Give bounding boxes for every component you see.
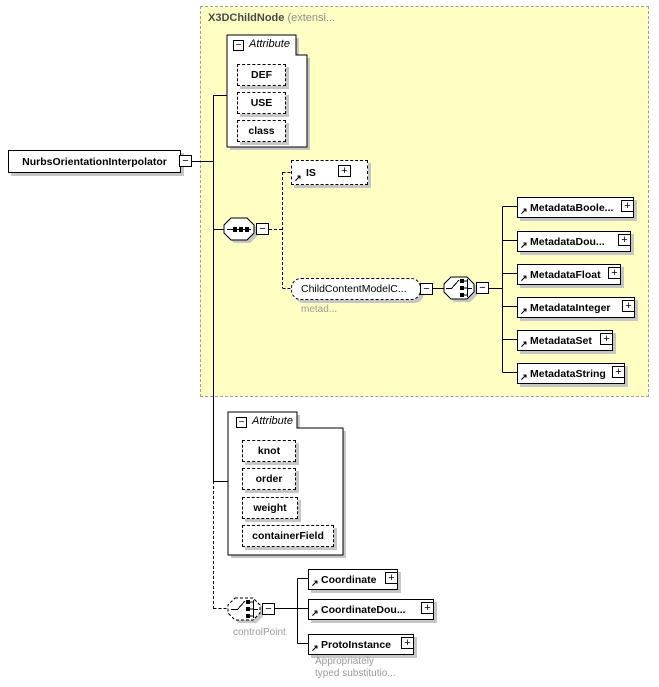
dashed-connectors	[213, 172, 291, 609]
is-expand-button[interactable]: +	[338, 165, 351, 177]
attribute-label: containerField	[252, 530, 324, 542]
attribute-label: USE	[250, 97, 273, 109]
element-label: IS	[306, 166, 316, 179]
element-coordinatedouble[interactable]: ↗ CoordinateDou...	[308, 599, 434, 620]
choice-icon[interactable]	[443, 276, 477, 302]
attribute-label: order	[255, 473, 283, 485]
element-childcontentmodel[interactable]: ChildContentModelC...	[291, 278, 421, 300]
element-protoinstance[interactable]: ↗ ProtoInstance	[308, 634, 414, 655]
element-ref-icon: ↗	[520, 206, 528, 216]
element-label: MetadataInteger	[530, 301, 611, 314]
attribute-containerfield[interactable]: containerField	[242, 525, 334, 547]
attribute-def[interactable]: DEF	[237, 64, 286, 86]
metadatafloat-expand-button[interactable]: +	[608, 267, 621, 279]
region-title-name: X3DChildNode	[208, 12, 285, 24]
controlpoint-collapse-button[interactable]: −	[262, 603, 275, 615]
childcontentmodel-collapse-button[interactable]: −	[420, 283, 433, 295]
annotation-line-2: typed substitutio...	[315, 668, 396, 679]
element-ref-icon: ↗	[311, 578, 319, 588]
attribute-label: DEF	[251, 69, 272, 81]
coordinatedouble-expand-button[interactable]: +	[421, 602, 434, 614]
metadatastring-expand-button[interactable]: +	[612, 366, 625, 378]
element-label: NurbsOrientationInterpolator	[22, 155, 167, 168]
attribute-label: knot	[257, 445, 281, 457]
element-metadatafloat[interactable]: ↗ MetadataFloat	[517, 264, 621, 285]
controlpoint-label: controlPoint	[233, 627, 286, 638]
element-label: MetadataSet	[530, 334, 592, 347]
element-is[interactable]: ↗ IS	[291, 160, 368, 185]
element-metadatadouble[interactable]: ↗ MetadataDou...	[517, 231, 631, 252]
coordinate-expand-button[interactable]: +	[385, 572, 398, 584]
sequence-collapse-button[interactable]: −	[256, 223, 269, 235]
control-point-choice-icon[interactable]	[227, 597, 263, 623]
attribute-label: weight	[253, 502, 287, 514]
element-metadatainteger[interactable]: ↗ MetadataInteger	[517, 297, 635, 318]
element-ref-icon: ↗	[294, 173, 302, 183]
metadataboolean-expand-button[interactable]: +	[621, 200, 634, 212]
element-label: CoordinateDou...	[321, 603, 406, 616]
attribute-class[interactable]: class	[237, 120, 286, 142]
attribute-weight[interactable]: weight	[242, 497, 298, 519]
element-label: MetadataBoole...	[530, 201, 614, 214]
element-ref-icon: ↗	[520, 273, 528, 283]
element-metadataset[interactable]: ↗ MetadataSet	[517, 330, 613, 351]
root-collapse-button[interactable]: −	[179, 155, 192, 167]
element-label: MetadataFloat	[530, 268, 601, 281]
sequence-icon[interactable]	[223, 217, 257, 243]
region-title-suffix: (extensi...	[287, 12, 336, 24]
protoinstance-expand-button[interactable]: +	[401, 637, 414, 649]
element-ref-icon: ↗	[520, 372, 528, 382]
childcontentmodel-annotation: metad...	[301, 304, 338, 315]
attribute-label: class	[248, 125, 275, 137]
attribute-use[interactable]: USE	[237, 92, 286, 114]
element-label: MetadataDou...	[530, 235, 605, 248]
element-label: Coordinate	[321, 573, 377, 586]
attribute-knot[interactable]: knot	[242, 440, 296, 462]
element-nurbsorientationinterpolator[interactable]: NurbsOrientationInterpolator	[8, 150, 181, 173]
element-metadatastring[interactable]: ↗ MetadataString	[517, 363, 625, 384]
annotation-line-1: Appropriately	[315, 656, 374, 667]
element-coordinate[interactable]: ↗ Coordinate	[308, 569, 398, 590]
metadatainteger-expand-button[interactable]: +	[622, 300, 635, 312]
element-ref-icon: ↗	[311, 608, 319, 618]
element-label: MetadataString	[530, 367, 606, 380]
attribute-group-bottom-collapse-button[interactable]: −	[236, 417, 247, 428]
attribute-group-top-collapse-button[interactable]: −	[233, 40, 244, 51]
region-title: X3DChildNode (extensi...	[208, 12, 335, 24]
solid-connectors	[192, 95, 517, 644]
attribute-group-top-label: Attribute	[249, 38, 290, 50]
attribute-order[interactable]: order	[242, 468, 296, 490]
choice-collapse-button[interactable]: −	[476, 282, 489, 294]
attribute-group-bottom-label: Attribute	[252, 415, 293, 427]
protoinstance-annotation: Appropriately typed substitutio...	[315, 656, 396, 680]
element-label: ProtoInstance	[321, 638, 392, 651]
element-label: ChildContentModelC...	[301, 283, 407, 295]
element-ref-icon: ↗	[520, 240, 528, 250]
element-ref-icon: ↗	[311, 643, 319, 653]
element-ref-icon: ↗	[520, 306, 528, 316]
element-ref-icon: ↗	[520, 339, 528, 349]
element-metadataboolean[interactable]: ↗ MetadataBoole...	[517, 197, 634, 218]
metadatadouble-expand-button[interactable]: +	[618, 234, 631, 246]
metadataset-expand-button[interactable]: +	[600, 333, 613, 345]
